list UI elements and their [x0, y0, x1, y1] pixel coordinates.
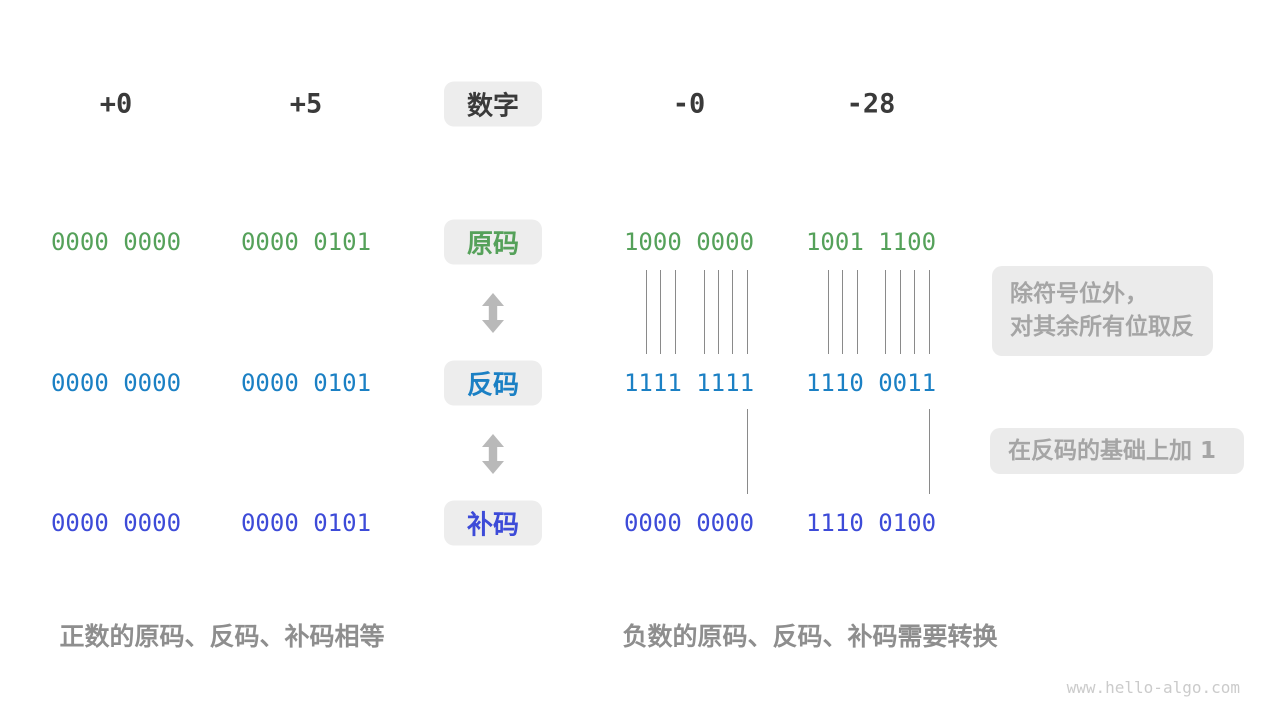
ones-complement-minus-zero: 1111 1111: [623, 369, 755, 397]
sign-magnitude-plus-zero: 0000 0000: [50, 228, 182, 256]
decimal-plus-zero: +0: [99, 88, 133, 120]
caption-positive-numbers: 正数的原码、反码、补码相等: [59, 622, 385, 651]
bit-guide-line: [914, 270, 915, 354]
sign-magnitude-minus-twenty-eight: 1001 1100: [805, 228, 937, 256]
sign-magnitude-minus-zero: 1000 0000: [623, 228, 755, 256]
bit-guide-line: [929, 409, 930, 494]
up-down-arrow-icon: [482, 434, 504, 474]
bit-guide-line: [675, 270, 676, 354]
sign-magnitude-plus-five: 0000 0101: [240, 228, 372, 256]
note-invert-bits: 除符号位外， 对其余所有位取反: [992, 266, 1213, 356]
bit-guide-line: [885, 270, 886, 354]
ones-complement-minus-twenty-eight: 1110 0011: [805, 369, 937, 397]
bit-guide-line: [842, 270, 843, 354]
watermark: www.hello-algo.com: [1066, 678, 1240, 697]
bit-guide-line: [660, 270, 661, 354]
twos-complement-plus-five: 0000 0101: [240, 509, 372, 537]
tag-ones-complement: 反码: [444, 360, 542, 406]
bit-guide-line: [747, 270, 748, 354]
note-add-one-text: 在反码的基础上加 1: [1008, 437, 1217, 464]
decimal-minus-twenty-eight: -28: [846, 88, 896, 120]
up-down-arrow-icon: [482, 293, 504, 333]
decimal-minus-zero: -0: [672, 88, 706, 120]
tag-number: 数字: [444, 81, 542, 127]
bit-guide-line: [718, 270, 719, 354]
ones-complement-plus-zero: 0000 0000: [50, 369, 182, 397]
bit-guide-line: [732, 270, 733, 354]
tag-sign-magnitude: 原码: [444, 219, 542, 265]
bit-guide-line: [929, 270, 930, 354]
bit-guide-line: [828, 270, 829, 354]
twos-complement-minus-twenty-eight: 1110 0100: [805, 509, 937, 537]
caption-negative-numbers: 负数的原码、反码、补码需要转换: [622, 622, 998, 651]
note-invert-bits-line2: 对其余所有位取反: [1010, 314, 1194, 340]
ones-complement-plus-five: 0000 0101: [240, 369, 372, 397]
decimal-plus-five: +5: [289, 88, 323, 120]
bit-guide-line: [646, 270, 647, 354]
bit-guide-line: [900, 270, 901, 354]
bit-guide-line: [704, 270, 705, 354]
note-add-one: 在反码的基础上加 1: [990, 428, 1244, 474]
bit-guide-line: [747, 409, 748, 494]
note-invert-bits-line1: 除符号位外，: [1010, 281, 1148, 308]
bit-guide-line: [857, 270, 858, 354]
tag-twos-complement: 补码: [444, 500, 542, 546]
twos-complement-minus-zero: 0000 0000: [623, 509, 755, 537]
twos-complement-plus-zero: 0000 0000: [50, 509, 182, 537]
